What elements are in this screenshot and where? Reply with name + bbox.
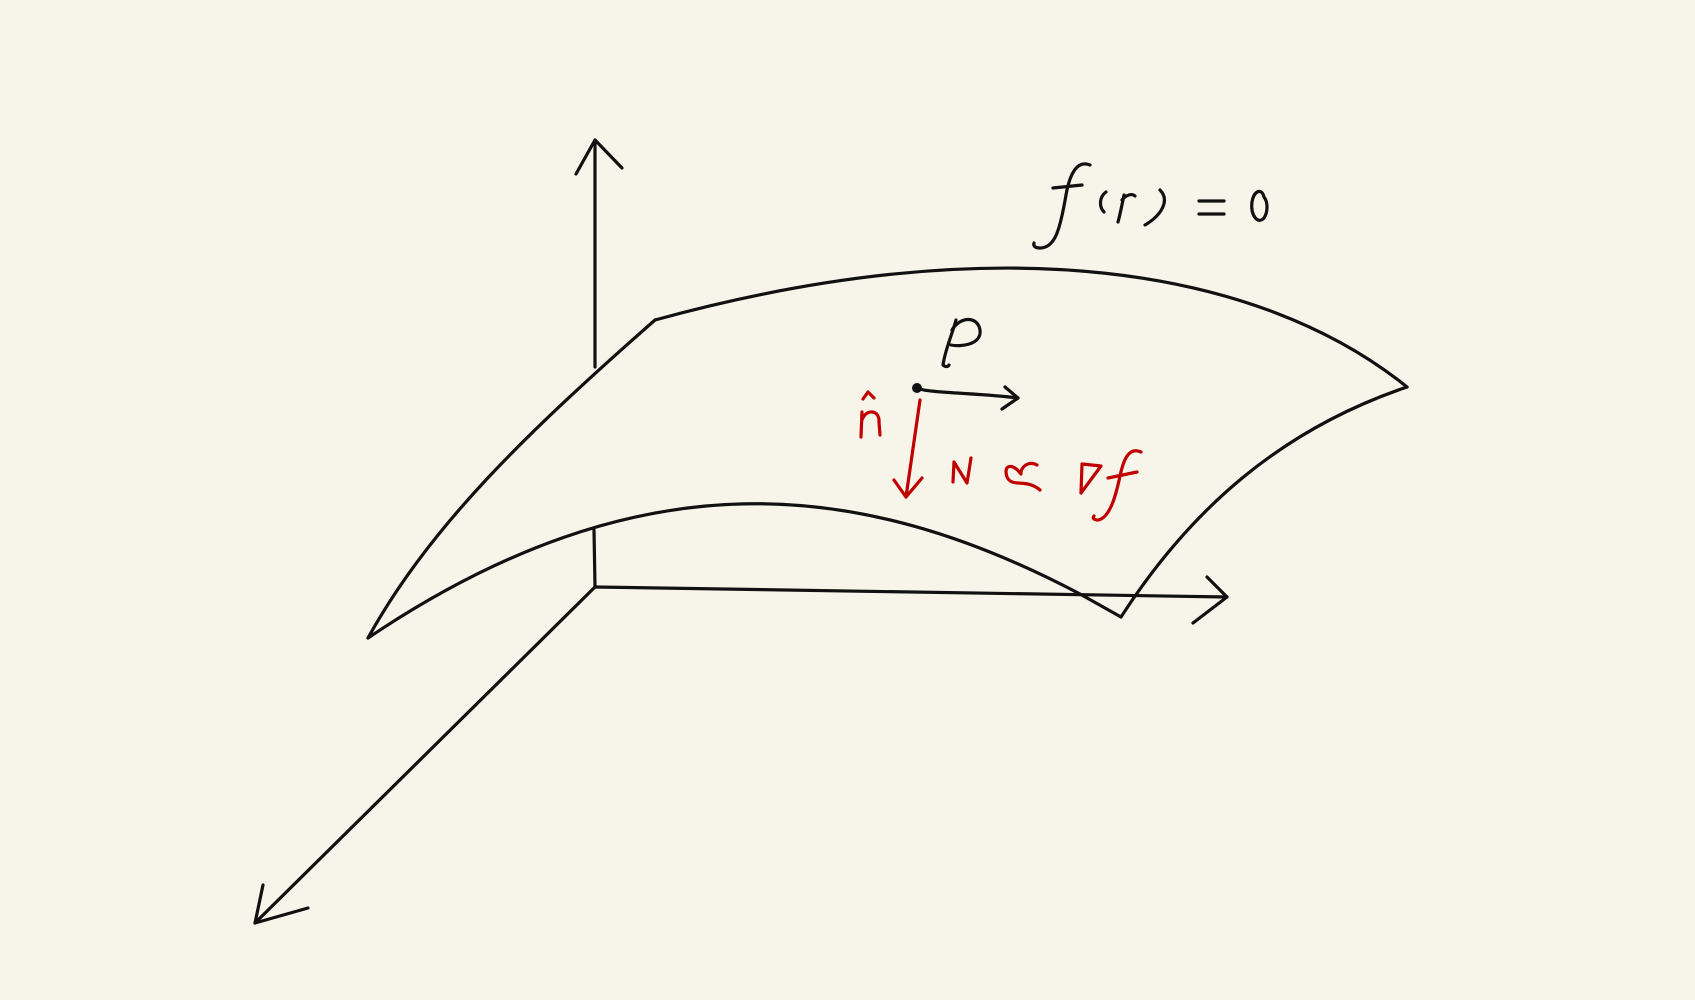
relation-f-stem bbox=[1091, 449, 1143, 522]
surface-front-edge bbox=[366, 502, 1082, 640]
point-p-label: P bbox=[937, 314, 973, 372]
tangent-vector-arrowhead bbox=[1000, 385, 1020, 411]
surface-left-edge bbox=[366, 318, 657, 640]
equation-r bbox=[1116, 193, 1137, 224]
equation-zero bbox=[1250, 189, 1269, 222]
x-axis bbox=[253, 585, 597, 925]
unit-normal-n bbox=[859, 410, 882, 439]
surface-back-edge bbox=[653, 266, 1409, 389]
z-axis-lower bbox=[592, 528, 597, 589]
normal-vector bbox=[904, 398, 922, 499]
z-axis-arrowhead bbox=[574, 138, 624, 176]
normal-relation-label: N ∝ ∇f bbox=[944, 452, 1102, 506]
normal-vector-arrowhead bbox=[892, 476, 924, 499]
surface-front-right-tip bbox=[1078, 592, 1123, 619]
y-axis-arrowhead bbox=[1191, 575, 1229, 625]
relation-proportional-symbol bbox=[1004, 461, 1042, 492]
label-p-glyph bbox=[941, 318, 958, 369]
surface-equation-label: f(r) = 0 bbox=[1026, 171, 1247, 239]
x-axis-arrowhead bbox=[253, 883, 310, 925]
relation-nabla bbox=[1079, 462, 1103, 495]
surface-right-edge bbox=[1119, 385, 1409, 619]
tangent-vector bbox=[915, 386, 1020, 400]
unit-normal-label: n̂ bbox=[852, 395, 880, 446]
unit-normal-hat bbox=[861, 390, 876, 401]
y-axis bbox=[593, 585, 1229, 599]
equation-f-stem bbox=[1032, 162, 1092, 250]
relation-f-bar bbox=[1106, 470, 1139, 480]
equation-paren-close bbox=[1143, 188, 1166, 227]
equation-f-bar bbox=[1051, 183, 1084, 190]
relation-n-glyph bbox=[951, 456, 973, 485]
equation-paren-open bbox=[1098, 190, 1108, 214]
label-p-bowl bbox=[949, 317, 982, 348]
